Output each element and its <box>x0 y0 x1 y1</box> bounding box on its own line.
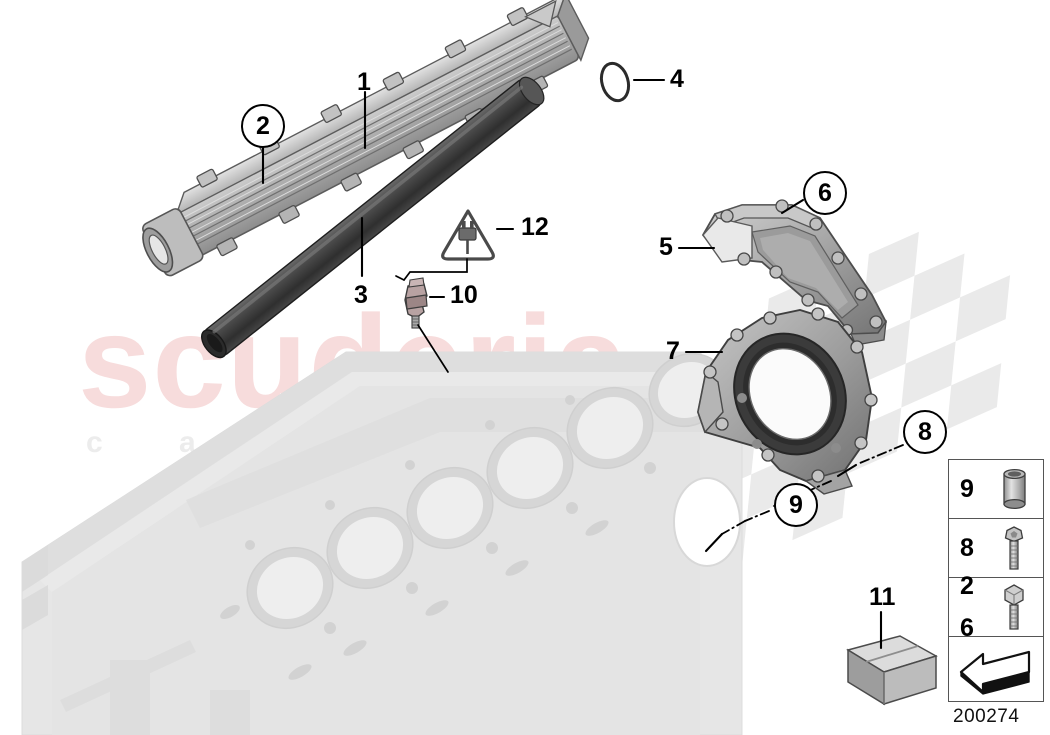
callout-label-5[interactable]: 5 <box>659 233 673 261</box>
legend-art-sleeve <box>985 464 1043 514</box>
legend-number-9: 9 <box>960 474 974 503</box>
legend-numbers-2-6: 2 6 <box>949 571 985 642</box>
callout-circle-9[interactable]: 9 <box>774 483 818 527</box>
callout-circle-2[interactable]: 2 <box>241 104 285 148</box>
callout-circle-6[interactable]: 6 <box>803 171 847 215</box>
callout-label-4[interactable]: 4 <box>670 65 684 93</box>
callout-circle-8[interactable]: 8 <box>903 410 947 454</box>
callout-label-3[interactable]: 3 <box>354 281 368 309</box>
legend-number-2: 2 <box>960 571 974 600</box>
legend-row-2-6: 2 6 <box>949 572 1043 641</box>
legend-art-stud-bolt <box>985 522 1043 574</box>
legend-row-arrow <box>949 637 1043 703</box>
callout-label-11[interactable]: 11 <box>869 583 896 611</box>
legend-number-8: 8 <box>960 533 974 562</box>
diagram-part-number: 200274 <box>953 706 1020 727</box>
legend-row-8: 8 <box>949 519 1043 578</box>
legend-art-hex-bolt <box>985 581 1043 633</box>
legend-number-6: 6 <box>960 614 974 642</box>
legend-row-9: 9 <box>949 460 1043 519</box>
callout-label-7[interactable]: 7 <box>666 337 680 365</box>
callout-label-10[interactable]: 10 <box>450 281 478 309</box>
legend-art-direction-arrow <box>949 642 1043 698</box>
legend-box: 9 <box>948 459 1044 702</box>
callout-label-12[interactable]: 12 <box>521 213 549 241</box>
callout-label-1[interactable]: 1 <box>357 68 371 96</box>
